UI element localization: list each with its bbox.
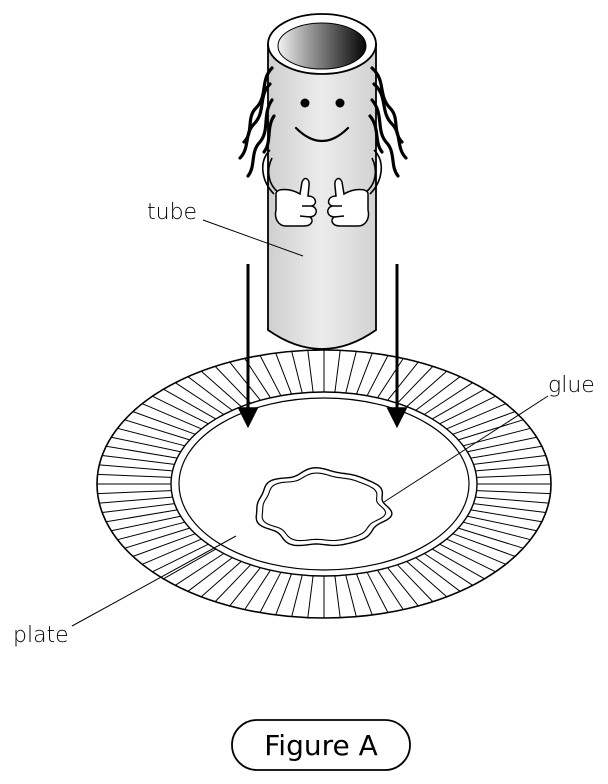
label-glue-text: glue: [548, 373, 595, 398]
paper-plate: [97, 350, 551, 618]
figure-caption: Figure A: [232, 720, 410, 770]
right-eye: [336, 99, 345, 108]
tube-inner-shadow: [278, 23, 366, 69]
tube-character: [240, 14, 406, 349]
left-eye: [301, 99, 310, 108]
caption-text: Figure A: [264, 729, 378, 762]
label-tube-text: tube: [147, 200, 197, 225]
label-plate-text: plate: [13, 623, 69, 648]
